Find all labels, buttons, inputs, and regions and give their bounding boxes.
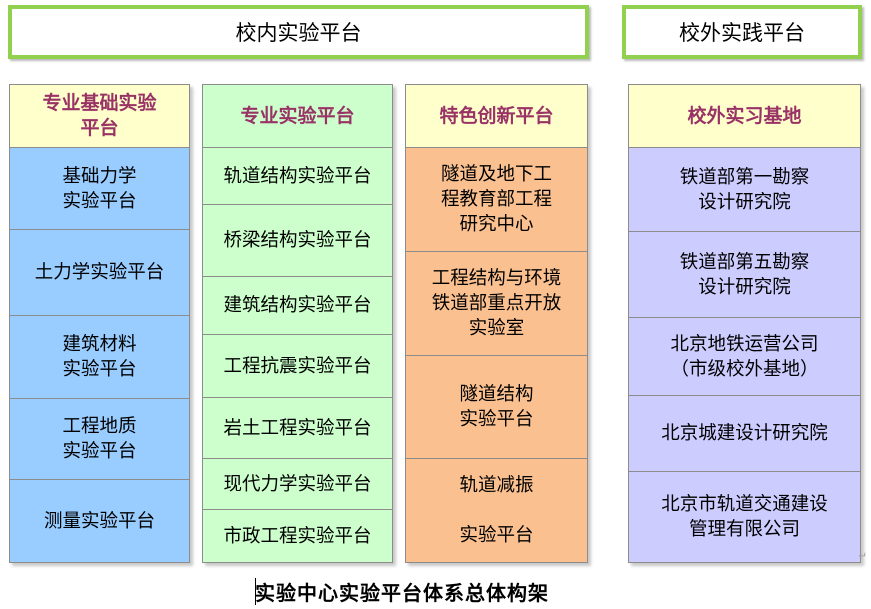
innovation-platform-header: 特色创新平台 xyxy=(406,85,587,148)
list-item: 市政工程实验平台 xyxy=(203,510,392,562)
list-item: 铁道部第五勘察 设计研究院 xyxy=(629,232,860,318)
text-cursor xyxy=(255,578,256,605)
list-item: 土力学实验平台 xyxy=(10,230,189,316)
list-item: 工程地质 实验平台 xyxy=(10,399,189,480)
internal-platform-title: 校内实验平台 xyxy=(235,21,362,45)
list-item: 现代力学实验平台 xyxy=(203,459,392,510)
professional-platform-column: 专业实验平台 轨道结构实验平台 桥梁结构实验平台 建筑结构实验平台 工程抗震实验… xyxy=(202,84,393,563)
list-item: 北京地铁运营公司 （市级校外基地） xyxy=(629,318,860,396)
list-item: 工程抗震实验平台 xyxy=(203,335,392,398)
list-item: 工程结构与环境 铁道部重点开放 实验室 xyxy=(406,252,587,356)
offcampus-base-header: 校外实习基地 xyxy=(629,85,860,148)
list-item: 北京城建设计研究院 xyxy=(629,396,860,472)
list-item: 建筑材料 实验平台 xyxy=(10,316,189,399)
basic-platform-column: 专业基础实验 平台 基础力学 实验平台 土力学实验平台 建筑材料 实验平台 工程… xyxy=(9,84,190,563)
internal-platform-banner: 校内实验平台 xyxy=(8,5,589,59)
paragraph-mark-icon: ↵ xyxy=(858,551,867,562)
list-item: 铁道部第一勘察 设计研究院 xyxy=(629,148,860,232)
list-item: 轨道结构实验平台 xyxy=(203,148,392,205)
professional-platform-header: 专业实验平台 xyxy=(203,85,392,148)
list-item: 岩土工程实验平台 xyxy=(203,398,392,459)
external-platform-banner: 校外实践平台 xyxy=(622,5,862,59)
list-item: 隧道及地下工 程教育部工程 研究中心 xyxy=(406,148,587,252)
basic-platform-header: 专业基础实验 平台 xyxy=(10,85,189,148)
external-platform-title: 校外实践平台 xyxy=(679,21,805,45)
list-item: 桥梁结构实验平台 xyxy=(203,205,392,277)
offcampus-base-title: 校外实习基地 xyxy=(687,104,802,127)
innovation-platform-title: 特色创新平台 xyxy=(439,104,554,127)
list-item: 建筑结构实验平台 xyxy=(203,277,392,335)
diagram-caption: 实验中心实验平台体系总体构架 xyxy=(255,581,549,605)
basic-platform-title: 专业基础实验 平台 xyxy=(42,92,157,139)
list-item: 轨道减振 实验平台 xyxy=(406,459,587,562)
list-item: 基础力学 实验平台 xyxy=(10,148,189,230)
innovation-platform-column: 特色创新平台 隧道及地下工 程教育部工程 研究中心 工程结构与环境 铁道部重点开… xyxy=(405,84,588,563)
professional-platform-title: 专业实验平台 xyxy=(240,104,355,127)
list-item: 测量实验平台 xyxy=(10,480,189,562)
list-item: 隧道结构 实验平台 xyxy=(406,356,587,459)
list-item: 北京市轨道交通建设 管理有限公司 xyxy=(629,472,860,562)
offcampus-base-column: 校外实习基地 铁道部第一勘察 设计研究院 铁道部第五勘察 设计研究院 北京地铁运… xyxy=(628,84,861,563)
